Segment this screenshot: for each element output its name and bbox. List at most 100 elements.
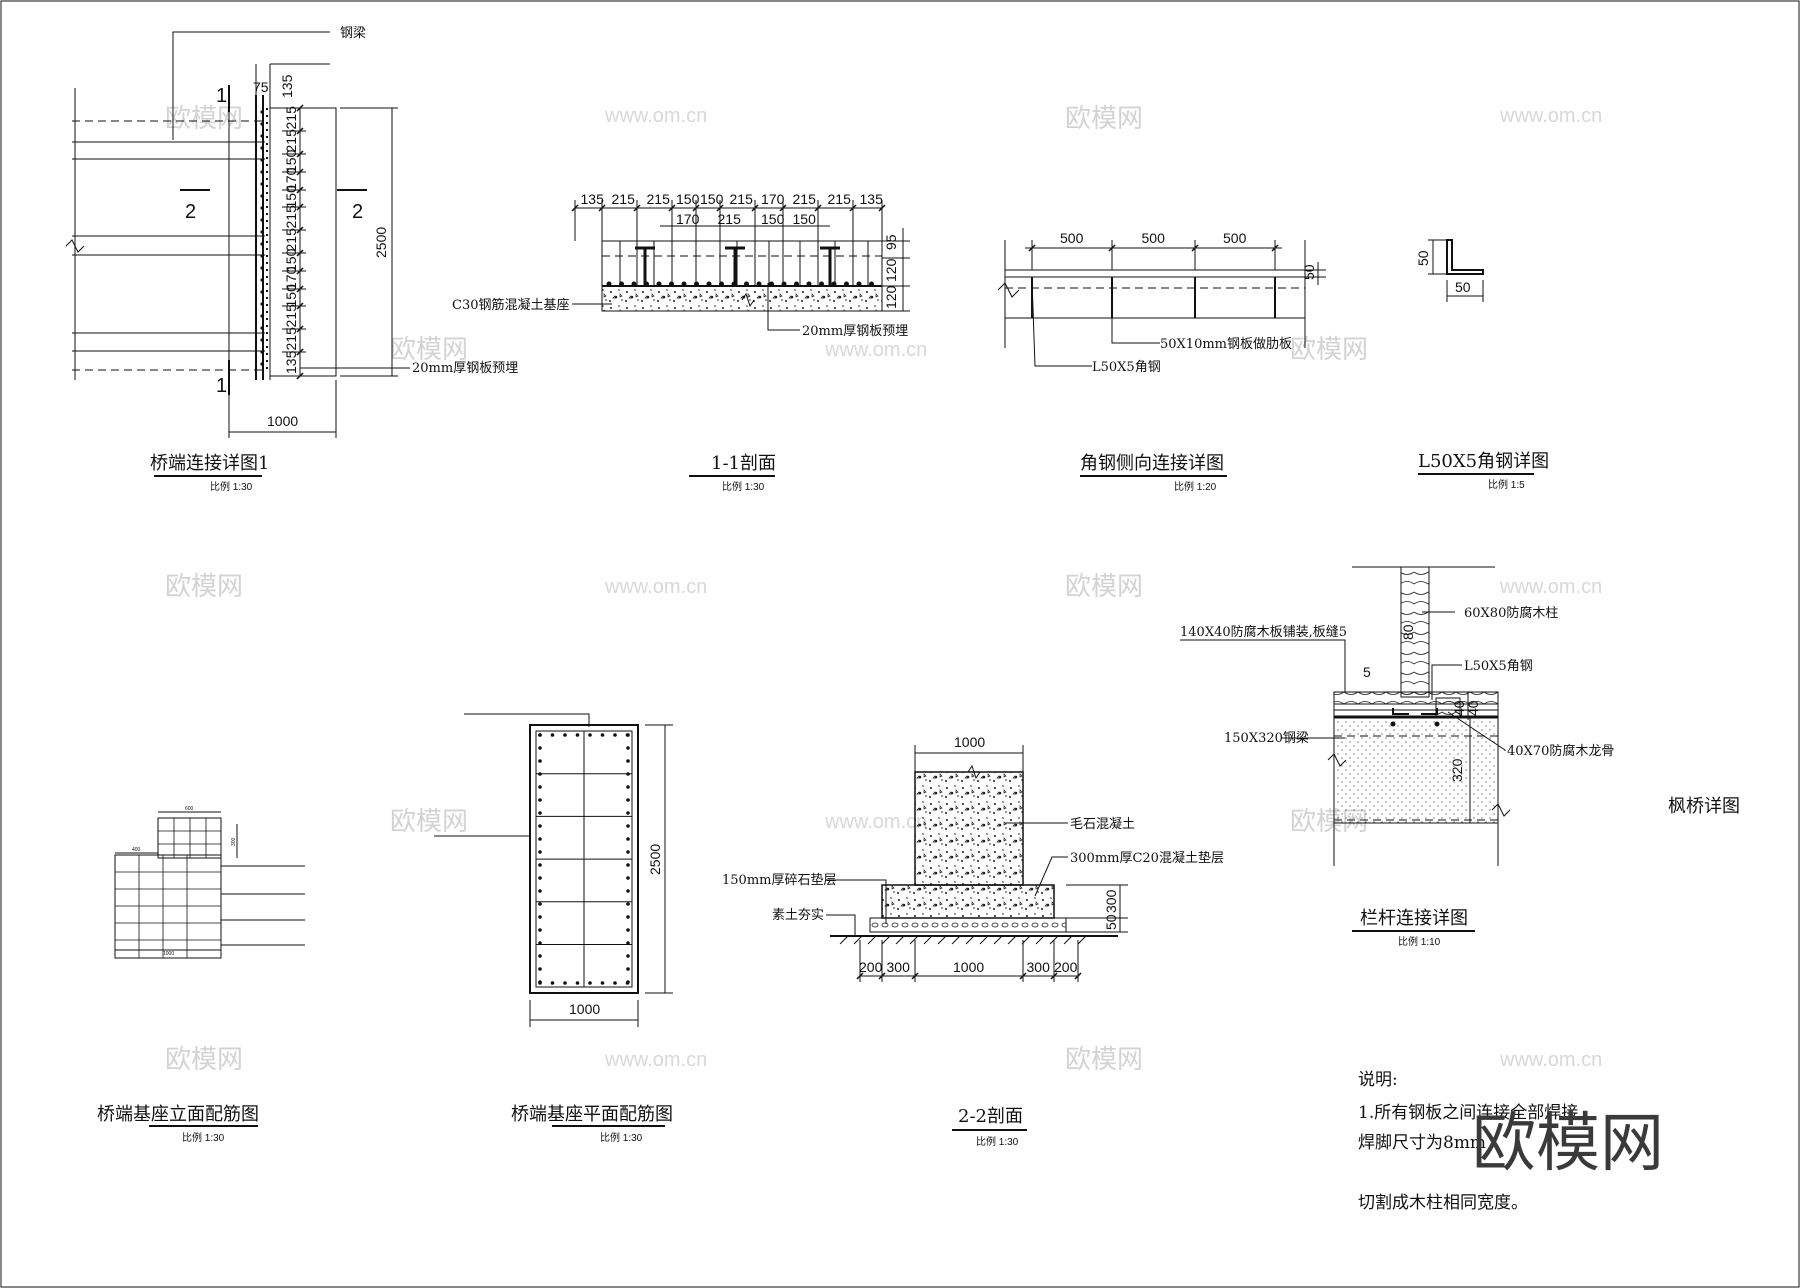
rebar-dot — [260, 194, 264, 198]
title-section-2-2: 2-2剖面 — [958, 1106, 1023, 1127]
scale-angle-lateral: 比例 1:20 — [1174, 480, 1217, 493]
dim-bottom-label: 300 — [1027, 959, 1051, 975]
rebar-dot — [626, 811, 630, 815]
dim-top-label: 150 — [676, 191, 700, 207]
stack-dim-label: 170 — [283, 167, 299, 191]
dim-1000-small: 1000 — [163, 951, 174, 957]
watermark-url: www.om.cn — [604, 105, 707, 127]
dim-50-v: 50 — [1415, 250, 1431, 266]
rebar-dot — [613, 981, 617, 985]
rebar-dot — [613, 733, 617, 737]
drawing-bridge-end-connection: 215215150170150215215150170150215215135 … — [65, 26, 518, 493]
rebar-dot — [538, 981, 542, 985]
stack-dim-label: 215 — [283, 327, 299, 351]
rebar-dot — [538, 785, 542, 789]
dim-50-h: 50 — [1455, 279, 1471, 295]
watermark-brand: 欧模网 — [165, 103, 243, 133]
rebar-dot — [626, 889, 630, 893]
rebar-dot — [538, 863, 542, 867]
dim-75: 75 — [253, 79, 269, 95]
drawing-angle-l50x5: 50 50 L50X5角钢详图 比例 1:5 — [1415, 239, 1549, 491]
drawing-base-plan: 2500 1000 桥端基座平面配筋图 比例 1:30 — [434, 713, 673, 1144]
dim-top-label: 215 — [793, 191, 817, 207]
rebar-dot — [538, 928, 542, 932]
rebar-dot — [260, 314, 264, 318]
rebar-dot — [626, 876, 630, 880]
rebar-dot — [538, 733, 542, 737]
drawing-railing-connection: 60X80防腐木柱 140X40防腐木板铺装,板缝5 L50X5角钢 150X3… — [1180, 566, 1614, 948]
label-steel-beam: 钢梁 — [340, 26, 366, 41]
rebar-dot — [260, 242, 264, 246]
scale-base-elevation: 比例 1:30 — [182, 1131, 225, 1144]
rebar-dot — [538, 967, 542, 971]
scale-bridge-end: 比例 1:30 — [210, 480, 253, 493]
rebar-dot — [260, 110, 264, 114]
watermark-layer: 欧模网 www.om.cn 欧模网 www.om.cn 欧模网 www.om.c… — [165, 103, 1602, 1074]
rebar-dot — [260, 362, 264, 366]
label-compacted-soil: 素土夯实 — [772, 908, 824, 923]
rebar-dot — [631, 281, 637, 287]
label-20mm-plate: 20mm厚钢板预埋 — [802, 324, 908, 339]
rebar-dot — [260, 158, 264, 162]
rebar-dot — [706, 281, 712, 287]
dim-135-top: 135 — [279, 74, 295, 98]
scale-angle-detail: 比例 1:5 — [1488, 478, 1525, 491]
stack-dim-label: 135 — [283, 350, 299, 374]
scale-section-2-2: 比例 1:30 — [976, 1135, 1019, 1148]
rebar-dot — [606, 281, 612, 287]
title-base-elevation: 桥端基座立面配筋图 — [97, 1104, 259, 1125]
rebar-dot — [819, 281, 824, 287]
rebar-dot — [550, 733, 555, 737]
dim-50-side: 50 — [1301, 264, 1317, 280]
dim-120-b: 120 — [883, 285, 899, 309]
watermark-brand: 欧模网 — [165, 571, 243, 601]
label-steel-beam-150x320: 150X320钢梁 — [1224, 731, 1309, 746]
title-section-1-1: 1-1剖面 — [711, 453, 776, 474]
stack-dim-label: 150 — [283, 149, 299, 173]
rebar-dot — [260, 206, 264, 210]
rebar-dot — [260, 134, 264, 138]
rebar-dot — [844, 281, 849, 287]
dim-bottom-label: 200 — [1054, 959, 1078, 975]
dim-2500: 2500 — [373, 227, 389, 258]
stack-dim-label: 215 — [283, 106, 299, 130]
dim-500-label: 500 — [1142, 230, 1166, 246]
rebar-dot — [575, 981, 580, 985]
dim-95: 95 — [883, 234, 899, 250]
rebar-dot — [563, 733, 567, 737]
rebar-dot — [600, 981, 605, 985]
scale-railing: 比例 1:10 — [1398, 935, 1441, 948]
notes-line-2: 焊脚尺寸为8mm — [1358, 1133, 1486, 1153]
section-mark-1-top: 1 — [216, 85, 227, 107]
rebar-dot — [538, 850, 542, 854]
rebar-dot — [588, 733, 592, 737]
rebar-dot — [869, 281, 874, 287]
dim-bottom-label: 200 — [859, 959, 883, 975]
rebar-dot — [260, 278, 264, 282]
rebar-dot — [538, 876, 542, 880]
dim-2500-plan: 2500 — [647, 844, 663, 875]
dim-bottom-label: 1000 — [953, 959, 984, 975]
rebar-dot — [538, 811, 542, 815]
dim-300-small: 300 — [231, 837, 237, 846]
rebar-dot — [538, 837, 542, 841]
label-c30-base: C30钢筋混凝土基座 — [452, 297, 570, 313]
section-mark-2-right: 2 — [352, 201, 363, 223]
scale-base-plan: 比例 1:30 — [600, 1131, 643, 1144]
rebar-dot — [669, 281, 674, 287]
rebar-dot — [626, 772, 630, 776]
watermark-url: www.om.cn — [604, 1049, 707, 1071]
stack-dim-label: 150 — [283, 284, 299, 308]
label-deck-board: 140X40防腐木板铺装,板缝5 — [1180, 624, 1347, 640]
watermark-url: www.om.cn — [1499, 105, 1602, 127]
rebar-dot — [538, 889, 542, 893]
dim-400: 400 — [132, 847, 141, 853]
dim-40-a: 40 — [1451, 700, 1467, 716]
rebar-dot — [619, 281, 624, 287]
rebar-dot — [260, 122, 264, 126]
dim-50-side-2: 50 — [1103, 914, 1119, 930]
watermark-brand: 欧模网 — [390, 806, 468, 836]
rebar-dot — [626, 928, 630, 932]
label-gravel-cushion: 150mm厚碎石垫层 — [722, 872, 836, 888]
